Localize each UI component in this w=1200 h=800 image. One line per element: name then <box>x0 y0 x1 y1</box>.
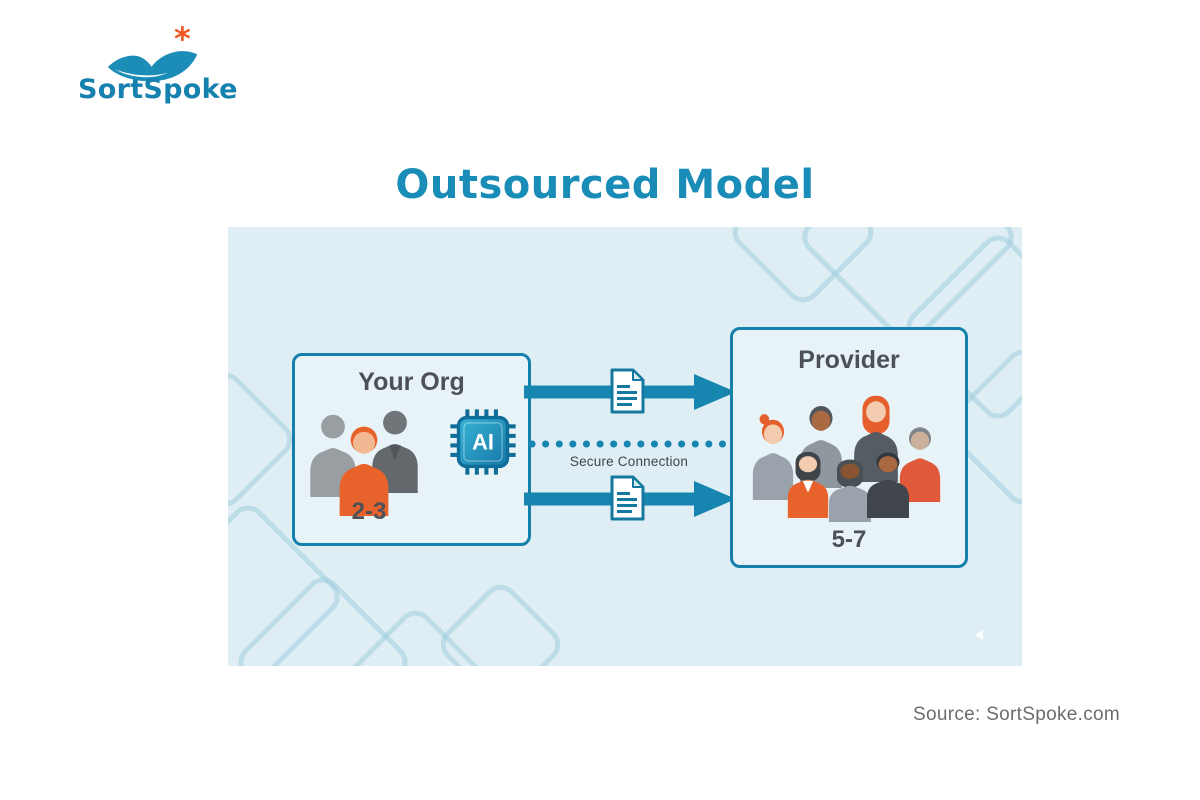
secure-connection-label: Secure Connection <box>569 454 689 469</box>
your-org-people-group <box>295 356 528 543</box>
provider-title: Provider <box>798 346 900 374</box>
provider-count: 5-7 <box>831 526 867 553</box>
provider-box: Provider 5-7 <box>730 327 968 568</box>
asterisk-icon: * <box>174 20 191 58</box>
page-title: Outsourced Model <box>395 162 815 208</box>
sortspoke-logo: * SortSpoke <box>78 20 238 116</box>
provider-people-group <box>733 330 965 565</box>
diagram-panel: Your Org 2-3 <box>228 227 1022 666</box>
cursor-artifact <box>975 630 983 640</box>
man-gray-hair-icon <box>896 420 944 502</box>
document-icon-bottom <box>610 475 645 521</box>
brand-name: SortSpoke <box>78 74 238 105</box>
your-org-box: Your Org 2-3 <box>292 353 531 546</box>
woman-dark-hair-icon <box>784 446 832 518</box>
diamond-pattern-shape <box>228 365 300 514</box>
man-dark-shirt-icon <box>863 446 913 518</box>
document-icon-top <box>610 368 645 414</box>
source-credit: Source: SortSpoke.com <box>913 704 1120 725</box>
woman-orange-hair-icon <box>850 388 902 482</box>
your-org-count: 2-3 <box>351 498 387 525</box>
ai-chip-label: AI <box>472 429 494 454</box>
orange-person-icon <box>335 418 393 516</box>
swoosh-icon <box>107 51 198 82</box>
person-dark-skin-icon <box>825 454 875 522</box>
diamond-pattern-shape <box>433 577 568 666</box>
your-org-title: Your Org <box>358 368 465 396</box>
secure-connection-dots <box>528 440 730 448</box>
ai-chip-icon: AI <box>450 409 516 475</box>
woman-orange-bun-icon <box>749 412 797 500</box>
